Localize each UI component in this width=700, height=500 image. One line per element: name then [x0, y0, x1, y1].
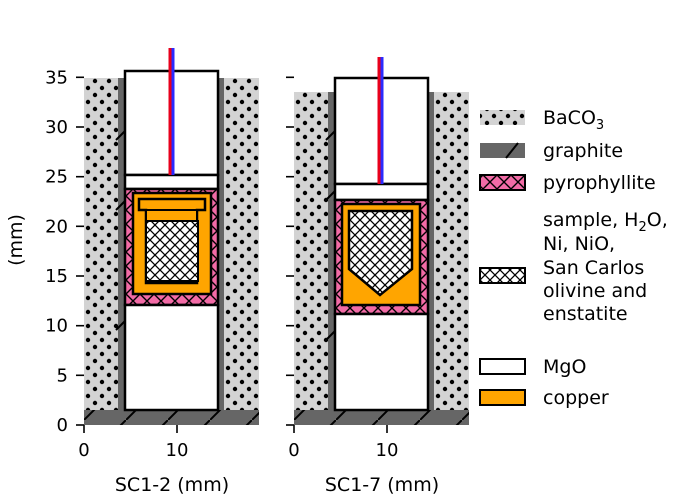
- panel-sc1-7: [294, 57, 469, 425]
- sample-charge: [146, 221, 198, 281]
- y-tick-label: 25: [45, 167, 68, 188]
- legend-swatch-graphite-hatch: [505, 142, 519, 159]
- y-tick-label: 15: [45, 266, 68, 287]
- legend-item-baco3: BaCO3: [480, 107, 604, 133]
- lid-inner-line: [145, 209, 198, 222]
- legend-item-sample: sample, H2O, Ni, NiO, San Carlos olivine…: [479, 209, 668, 325]
- x-tick-label: 10: [166, 440, 189, 461]
- y-tick-label: 0: [57, 415, 68, 436]
- legend-item-mgo: MgO: [479, 356, 586, 378]
- y-tick-label: 10: [45, 316, 68, 337]
- y-tick-label: 20: [45, 216, 68, 237]
- legend-swatch-copper: [479, 389, 526, 406]
- y-tick-label: 5: [57, 365, 68, 386]
- legend-label-sample-line5: enstatite: [543, 303, 628, 325]
- y-ticks-panel-2: [286, 76, 294, 426]
- legend-label-sample: sample, H2O,: [543, 209, 668, 235]
- mgo-lower-plug: [123, 303, 220, 412]
- legend-label-sample-line3: San Carlos: [543, 257, 644, 279]
- x-axis-panel-2: 0 10 SC1-7 (mm): [288, 425, 439, 496]
- legend-label-sample-line4: olivine and: [543, 280, 647, 302]
- legend-label-pyrophyllite: pyrophyllite: [543, 172, 656, 194]
- x-axis-label: SC1-7 (mm): [325, 474, 439, 496]
- mgo-upper-spacer: [333, 182, 430, 202]
- legend-label-baco3: BaCO3: [543, 107, 604, 133]
- legend-label-graphite: graphite: [543, 140, 623, 162]
- legend-label-copper: copper: [543, 387, 609, 409]
- mgo-upper-spacer: [123, 173, 220, 191]
- legend-swatch-sample: [479, 267, 526, 284]
- y-axis: (mm) 0 5 10 15 20 25 30 35: [5, 67, 294, 436]
- x-tick-label: 0: [78, 440, 89, 461]
- legend-swatch-graphite: [480, 143, 525, 158]
- sample-charge: [347, 209, 414, 297]
- legend-label-sample-line2: Ni, NiO,: [543, 233, 615, 255]
- x-axis-panel-1: 0 10 SC1-2 (mm): [78, 425, 229, 496]
- legend-label-mgo: MgO: [543, 356, 586, 378]
- y-tick-label: 35: [45, 67, 68, 88]
- mgo-lower-plug: [333, 312, 430, 412]
- graphite-base: [84, 410, 259, 425]
- legend-swatch-baco3: [480, 110, 525, 125]
- x-axis-label: SC1-2 (mm): [115, 474, 229, 496]
- legend-item-copper: copper: [479, 387, 609, 409]
- y-tick-label: 30: [45, 117, 68, 138]
- graphite-base: [294, 410, 469, 425]
- legend-item-graphite: graphite: [480, 140, 623, 162]
- x-tick-label: 10: [376, 440, 399, 461]
- y-axis-label: (mm): [5, 214, 27, 266]
- legend: BaCO3 graphite pyrophyllite sample, H2O,…: [479, 107, 668, 409]
- legend-item-pyrophyllite: pyrophyllite: [479, 172, 656, 194]
- x-tick-label: 0: [288, 440, 299, 461]
- legend-swatch-mgo: [479, 358, 526, 375]
- y-ticks-panel-1: [76, 76, 84, 426]
- panel-sc1-2: [84, 48, 259, 425]
- legend-swatch-pyrophyllite: [479, 174, 526, 191]
